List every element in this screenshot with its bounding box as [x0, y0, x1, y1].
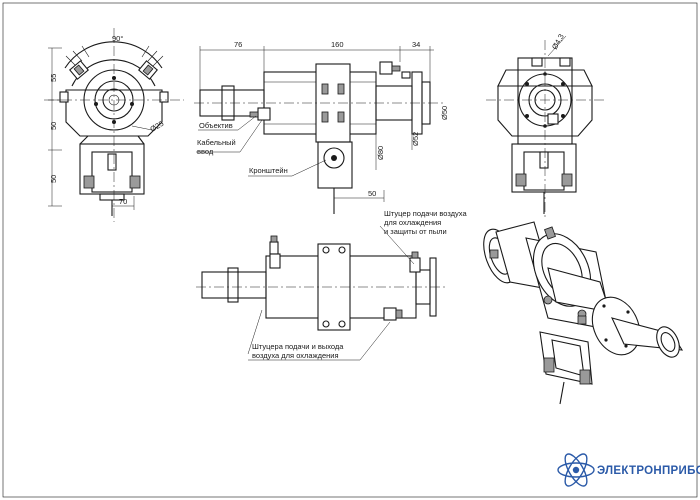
rear-view	[486, 35, 604, 220]
atom-icon	[557, 453, 595, 487]
label-cable-entry-line2: ввод	[197, 147, 214, 156]
label-cooling-fittings-line2: воздуха для охлаждения	[252, 351, 339, 360]
label-cable-entry-line1: Кабельный	[197, 138, 236, 147]
dim-side-bracket-offset: 50	[368, 189, 376, 198]
side-view-leaders	[196, 115, 327, 177]
brand-name: ЭЛЕКТРОНПРИБОР	[597, 465, 700, 477]
label-bracket: Кронштейн	[249, 166, 288, 175]
brand-logo	[557, 453, 595, 487]
dim-front-height-mid: 50	[49, 122, 58, 130]
label-cooling-fittings-line1: Штуцера подачи и выхода	[252, 342, 344, 351]
top-lens-tube	[201, 271, 267, 299]
dim-side-body-length: 160	[331, 40, 344, 49]
front-fitting-left	[69, 60, 89, 80]
front-fitting-right	[138, 60, 158, 80]
side-view	[194, 46, 446, 214]
dim-side-bore-diameter: Ø52	[411, 132, 420, 146]
dim-front-height-bottom: 50	[49, 175, 58, 183]
label-air-fitting-line2: для охлаждения	[384, 218, 441, 227]
dim-front-diameter: Ø25	[149, 119, 166, 134]
dim-rear-hole-diameter: Ø4,3	[550, 32, 566, 51]
dim-front-height-top: 55	[49, 74, 58, 82]
side-bracket	[317, 141, 353, 189]
dim-angle: 90°	[112, 34, 123, 43]
label-air-fitting-line3: и защиты от пыли	[384, 227, 447, 236]
isometric-view	[483, 221, 684, 405]
dim-side-flange-diameter: Ø50	[440, 106, 449, 120]
label-air-fitting-line1: Штуцер подачи воздуха	[384, 209, 467, 218]
dim-front-base-width: 70	[119, 197, 127, 206]
top-view	[196, 225, 446, 361]
dim-side-flange-length: 34	[412, 40, 420, 49]
front-view	[44, 28, 184, 222]
label-lens: Объектив	[199, 121, 233, 130]
dim-side-lens-length: 76	[234, 40, 242, 49]
dim-side-body-diameter: Ø80	[376, 146, 385, 160]
